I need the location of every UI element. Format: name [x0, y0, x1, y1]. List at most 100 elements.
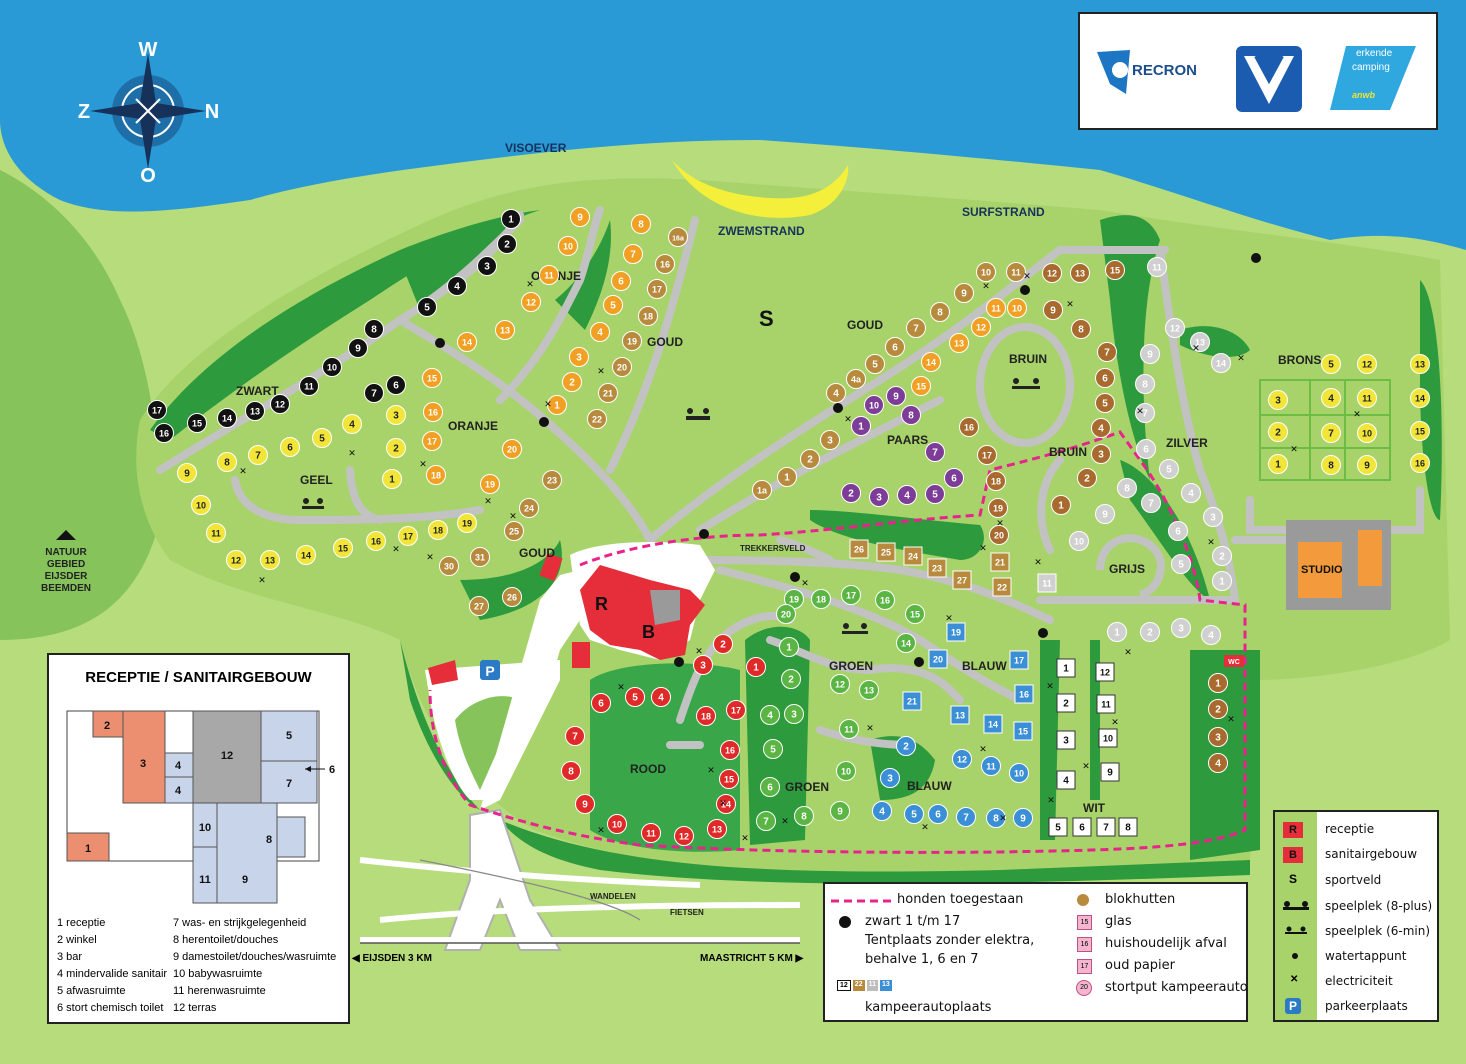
pitch-number: 9: [1020, 814, 1026, 825]
pitch-number: 17: [982, 451, 992, 461]
pitch-number: 9: [582, 800, 588, 811]
pitch-number: 14: [462, 338, 472, 348]
pitch-number: 21: [603, 389, 613, 399]
pitch-oranje-10: 10: [558, 236, 578, 256]
pitch-groen-6: 6: [760, 777, 780, 797]
pitch-rood-5: 5: [625, 687, 645, 707]
pitch-number: 2: [903, 742, 909, 753]
dogs-line-icon: [831, 899, 891, 903]
pitch-number: 11: [646, 829, 656, 839]
svg-text:7: 7: [286, 778, 292, 790]
pitch-bruin-1: 1: [1051, 495, 1071, 515]
pitch-number: 3: [1210, 513, 1216, 524]
pitch-geel-3: 3: [1268, 390, 1288, 410]
pitch-number: 11: [304, 382, 314, 392]
pitch-number: 5: [1178, 560, 1184, 571]
electricity-marker: ✕: [1290, 445, 1298, 455]
pitch-geel-6: 6: [280, 437, 300, 457]
pitch-geel-17: 17: [398, 526, 418, 546]
pitch-bruin-12: 12: [1042, 263, 1062, 283]
pitch-number: 5: [1102, 399, 1108, 410]
pitch-number: 13: [954, 339, 964, 349]
natuur-label: NATUUR GEBIED EIJSDER BEEMDEN: [41, 530, 91, 594]
pitch-bruin-4: 4: [1208, 753, 1228, 773]
pitch-oranje-20: 20: [502, 439, 522, 459]
pitch-bruin-19: 19: [988, 498, 1008, 518]
vvv-icon: [1244, 55, 1294, 104]
area-geel-label: GEEL: [300, 473, 333, 487]
area-bruin-label-2: BRUIN: [1049, 445, 1087, 459]
camper-samples: 12 22 11 13: [837, 980, 892, 991]
pitch-number: 11: [991, 304, 1001, 314]
svg-text:NATUUR: NATUUR: [45, 547, 87, 558]
pitch-number: 17: [846, 591, 856, 601]
pitch-number: 1: [786, 643, 792, 654]
pitch-geel-9: 9: [1357, 455, 1377, 475]
area-bruin-label: BRUIN: [1009, 352, 1047, 366]
pitch-blauw-8: 8: [986, 808, 1006, 828]
area-blauw-label-2: BLAUW: [907, 779, 952, 793]
electricity-marker: ✕: [509, 512, 517, 522]
pitch-oranje-3: 3: [569, 347, 589, 367]
pitch-goud-24: 24: [903, 546, 923, 566]
pitch-bruin-20: 20: [989, 525, 1009, 545]
electricity-marker: ✕: [1046, 682, 1054, 692]
pitch-paars-8: 8: [901, 405, 921, 425]
pitch-number: 4: [1215, 759, 1221, 770]
pitch-number: 6: [935, 810, 941, 821]
maastricht-direction: MAASTRICHT 5 KM ▶: [700, 953, 804, 964]
pitch-zwart-4: 4: [447, 276, 467, 296]
pitch-number: 5: [424, 303, 430, 314]
pitch-goud-1: 1: [777, 467, 797, 487]
pitch-zilver-9: 9: [1140, 344, 1160, 364]
pitch-oranje-15: 15: [911, 376, 931, 396]
pitch-number: 31: [475, 553, 485, 563]
pitch-number: 11: [1101, 700, 1111, 710]
pitch-oranje-2: 2: [562, 372, 582, 392]
pitch-number: 21: [995, 558, 1005, 568]
pitch-bruin-18: 18: [986, 471, 1006, 491]
pitch-oranje-6: 6: [611, 271, 631, 291]
pitch-paars-6: 6: [944, 468, 964, 488]
brons-grid: [1259, 379, 1391, 481]
pitch-groen-10: 10: [836, 761, 856, 781]
svg-text:P: P: [485, 663, 494, 679]
pitch-number: 3: [700, 661, 706, 672]
pitch-number: 12: [1170, 324, 1180, 334]
pitch-number: 20: [781, 610, 791, 620]
pitch-wit-8: 8: [1118, 817, 1138, 837]
pitch-number: 5: [911, 810, 917, 821]
pitch-number: 15: [427, 374, 437, 384]
electricity-marker: ✕: [1237, 354, 1245, 364]
pitch-number: 17: [731, 706, 741, 716]
pitch-number: 12: [976, 323, 986, 333]
pitch-geel-3: 3: [386, 405, 406, 425]
pitch-number: 16: [1019, 690, 1029, 700]
pitch-blauw-9: 9: [1013, 808, 1033, 828]
pitch-number: 19: [993, 504, 1003, 514]
pitch-goud-31: 31: [470, 547, 490, 567]
pitch-groen-12: 12: [830, 674, 850, 694]
electricity-marker: ✕: [1047, 796, 1055, 806]
area-zwart-label: ZWART: [236, 384, 279, 398]
pitch-number: 6: [393, 381, 399, 392]
speelplek-6-icon: [1285, 926, 1307, 934]
pitch-number: 5: [1328, 360, 1334, 371]
pitch-number: 2: [1275, 428, 1281, 439]
svg-text:5: 5: [286, 730, 292, 742]
pitch-goud-23: 23: [927, 558, 947, 578]
pitch-number: 1: [1114, 628, 1120, 639]
pitch-number: 16: [371, 537, 381, 547]
pitch-groen-17: 17: [841, 585, 861, 605]
pitch-number: 19: [789, 595, 799, 605]
pitch-number: 2: [1084, 474, 1090, 485]
legend-right: R receptie B sanitairgebouw S sportveld …: [1273, 810, 1439, 1022]
pitch-goud-7: 7: [906, 318, 926, 338]
pitch-number: 11: [986, 762, 996, 772]
pitch-goud-20: 20: [612, 357, 632, 377]
electricity-marker: ✕: [1353, 410, 1361, 420]
pitch-number: 3: [393, 411, 399, 422]
pitch-zwart-3: 3: [477, 256, 497, 276]
